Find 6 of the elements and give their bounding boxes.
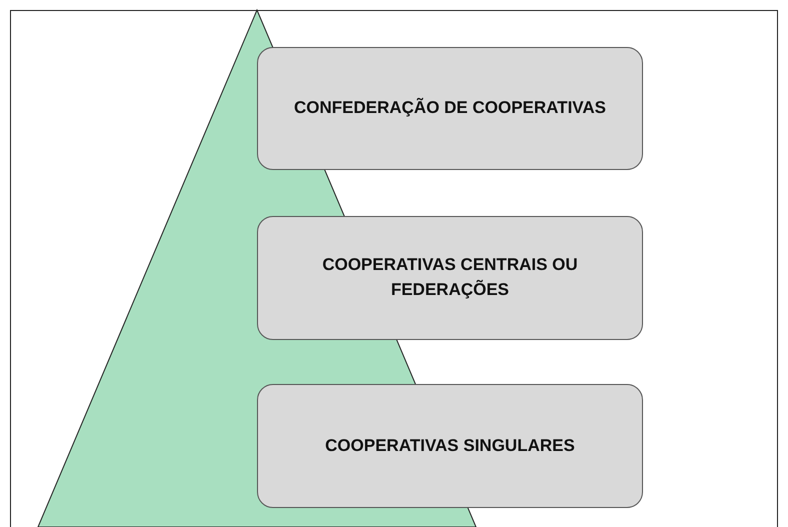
rounded-box [257,216,643,340]
rounded-box [257,47,643,170]
box-label: COOPERATIVAS SINGULARES [325,434,575,457]
box-label: COOPERATIVAS CENTRAIS OU FEDERAÇÕES [321,254,579,301]
box-label: CONFEDERAÇÃO DE COOPERATIVAS [294,96,606,120]
rounded-box [257,384,643,508]
